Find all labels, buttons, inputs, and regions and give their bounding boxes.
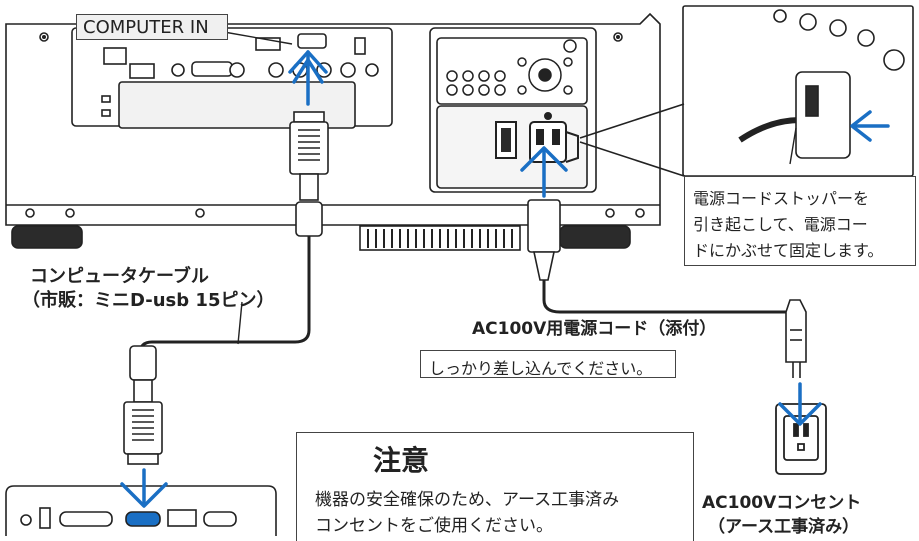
cable-name-line2: （市販：ミニD-usb 15ピン）: [22, 290, 275, 311]
vent-slats: [367, 229, 513, 248]
control-buttons: [446, 39, 577, 96]
cable-name-line1: コンピュータケーブル: [30, 266, 209, 287]
power-cord: [527, 199, 807, 378]
caution-line2: コンセントをご使用ください。: [315, 516, 553, 536]
outlet-label-line2: （アース工事済み）: [708, 517, 860, 537]
caution-box: 注意 機器の安全確保のため、アース工事済み コンセントをご使用ください。: [296, 432, 694, 541]
computer-in-label: COMPUTER IN: [76, 14, 228, 40]
insert-firmly-note: しっかり差し込んでください。: [420, 350, 676, 378]
caution-line1: 機器の安全確保のため、アース工事済み: [315, 490, 620, 510]
power-cord-label: AC100V用電源コード（添付）: [472, 314, 717, 339]
power-switch-icon: [495, 121, 517, 159]
ground-outlet-icon: [775, 403, 827, 475]
insert-arrows: [120, 50, 890, 508]
leader-lines: [223, 31, 797, 345]
caution-title: 注意: [373, 444, 430, 477]
stopper-zoom-inset: [579, 5, 914, 177]
stopper-instruction: 電源コードストッパーを 引き起こして、電源コー ドにかぶせて固定します。: [684, 176, 916, 266]
laptop: [5, 485, 277, 536]
computer-cable: [123, 111, 329, 465]
outlet-label-line1: AC100Vコンセント: [702, 493, 862, 513]
